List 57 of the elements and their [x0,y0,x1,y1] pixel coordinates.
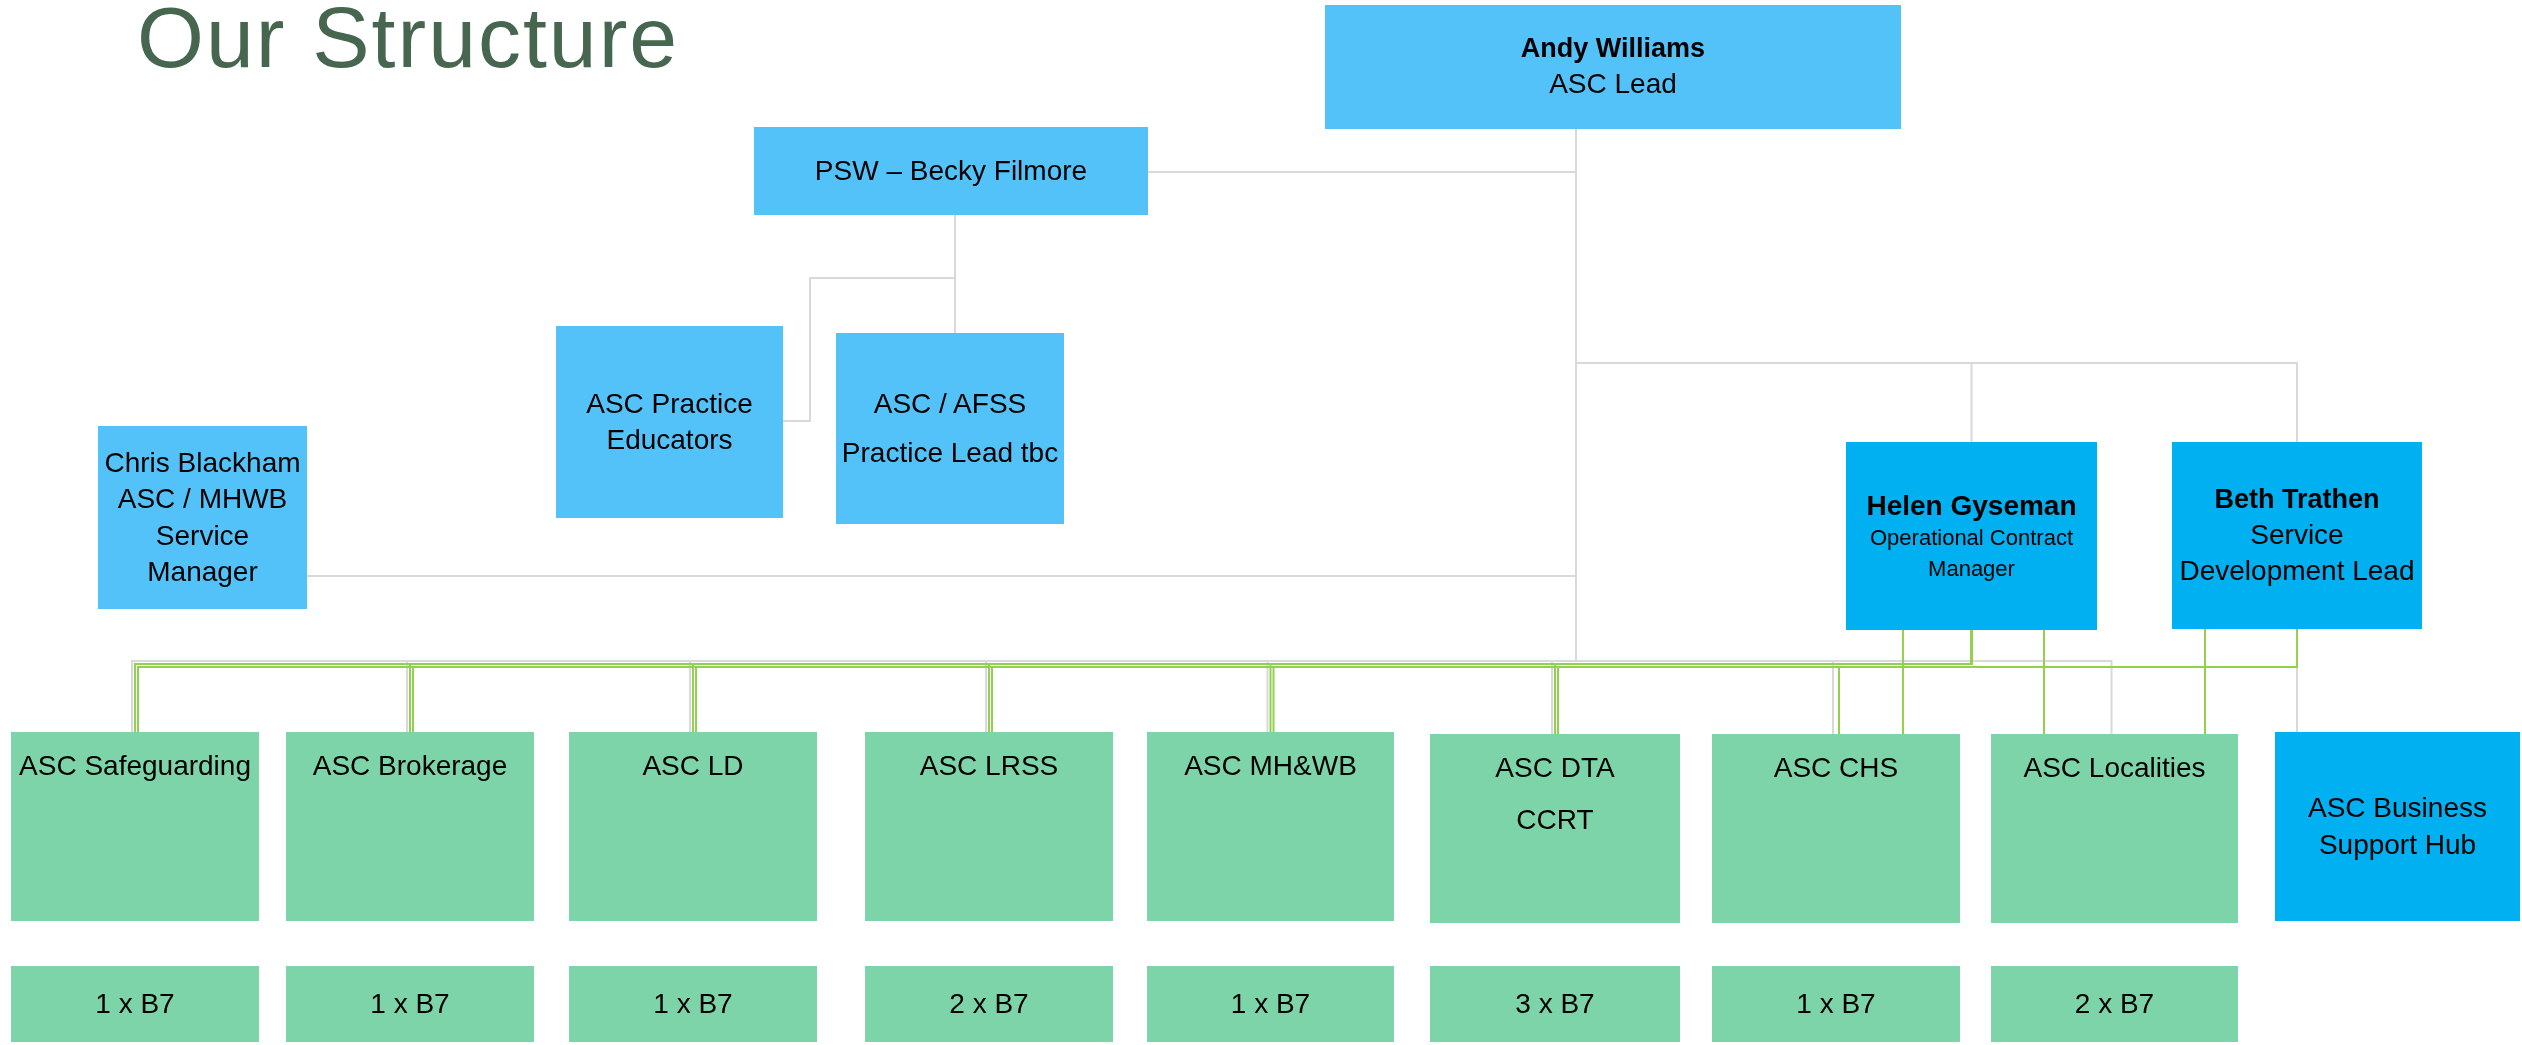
node-label: 1 x B7 [1796,986,1876,1021]
node-label: ASC Lead [1549,67,1677,102]
node-label: ASC DTA [1495,751,1615,785]
node-label: ASC Brokerage [312,749,508,783]
org-box [1991,734,2238,923]
org-box [1712,734,1960,923]
node-label: Beth Trathen [2214,482,2380,516]
node-label: ASC Practice Educators [585,386,754,457]
connector-line [1902,629,1904,735]
node-label: 1 x B7 [95,986,175,1021]
org-box [11,966,259,1042]
node-label: CCRT [1516,803,1594,838]
org-box [754,127,1148,215]
org-box [98,426,307,609]
node-label: ASC CHS [1773,751,1899,785]
connector-line [2204,628,2206,735]
node-label: ASC / AFSS [873,387,1027,422]
node-label: ASC LRSS [919,749,1059,783]
org-box [11,732,259,921]
node-label: ASC MH&WB [1184,749,1357,783]
node-label: Practice Lead tbc [841,435,1059,470]
org-box [286,966,534,1042]
org-box [865,732,1113,921]
org-box [1846,442,2097,630]
node-label: Service Development Lead [2178,517,2416,589]
org-box [569,966,817,1042]
org-box [286,732,534,921]
org-box [1991,966,2238,1042]
org-box [1712,966,1960,1042]
node-label: 2 x B7 [949,986,1029,1021]
node-label: ASC Safeguarding [19,749,251,783]
org-box [836,333,1064,524]
node-label: ASC Business Support Hub [2307,791,2488,862]
node-label: 1 x B7 [653,986,733,1021]
connector-line [2043,629,2045,735]
node-label: 1 x B7 [370,986,450,1021]
org-box [1430,734,1680,923]
node-label: 2 x B7 [2074,986,2155,1021]
node-label: PSW – Becky Filmore [814,153,1088,188]
org-box [569,732,817,921]
node-label: Chris Blackham ASC / MHWB Service Manager [103,445,302,589]
org-box [1430,966,1680,1042]
node-label: Operational Contract Manager [1869,523,2074,583]
node-label: 3 x B7 [1515,986,1595,1021]
org-box [1147,732,1394,921]
org-box [1147,966,1394,1042]
node-label: 1 x B7 [1230,986,1311,1021]
org-box [865,966,1113,1042]
node-label: Helen Gyseman [1866,488,2077,523]
org-box [556,326,783,518]
org-box [2275,732,2520,921]
title: Our Structure [137,0,680,87]
node-label: Andy Williams [1520,32,1706,66]
org-box [2172,442,2422,629]
org-box [1325,5,1901,129]
node-label: ASC Localities [2023,751,2206,785]
node-label: ASC LD [642,749,744,783]
